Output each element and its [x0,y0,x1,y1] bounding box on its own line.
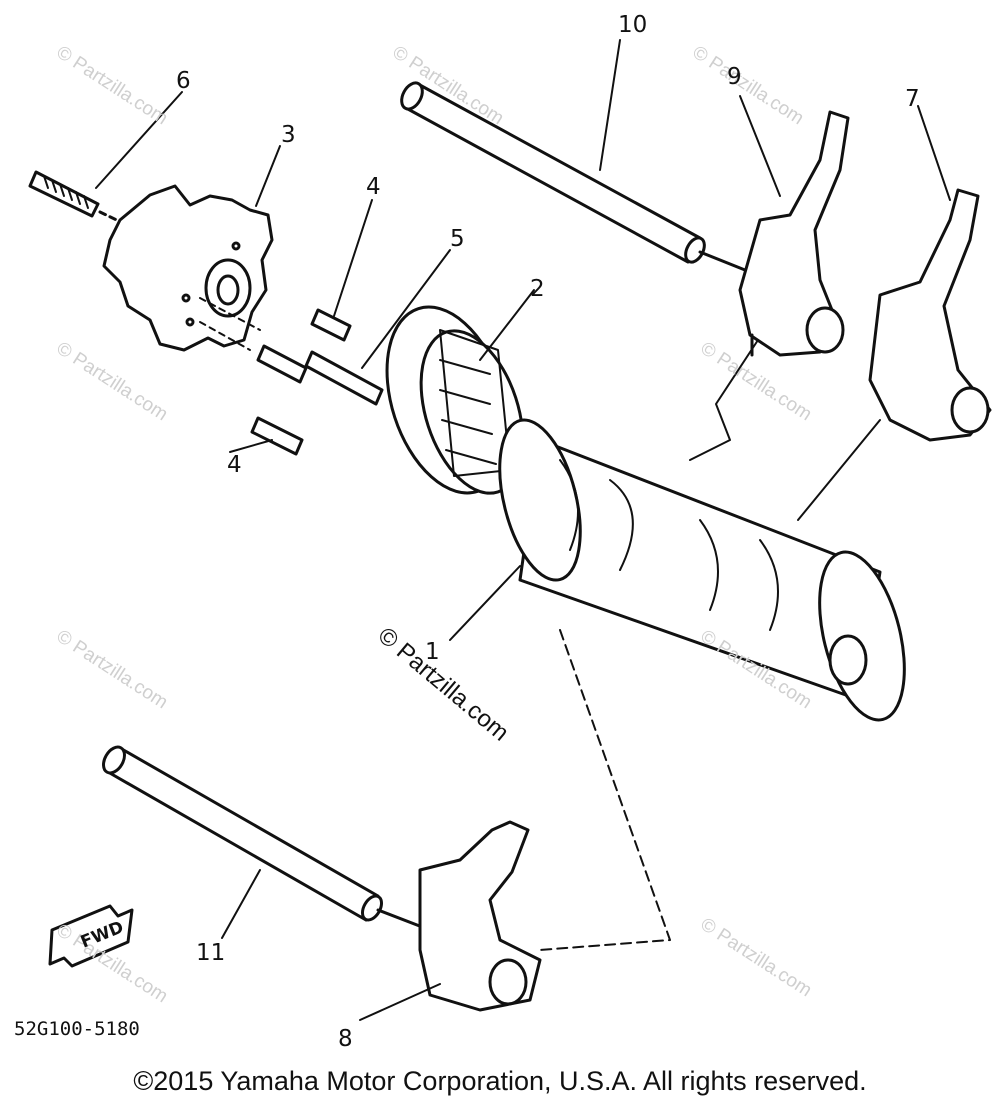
shift-drum [498,418,906,722]
callout-4-upper: 4 [366,174,381,200]
shift-fork-7 [868,188,992,442]
callout-8: 8 [338,1026,353,1052]
shift-fork-8 [418,820,542,1012]
callout-3: 3 [281,122,296,148]
shift-fork-9 [738,110,850,357]
screw [28,170,127,226]
callout-1: 1 [425,639,440,665]
leader-lines [95,39,951,1021]
callout-11: 11 [196,940,226,966]
callout-4-lower: 4 [227,452,242,478]
callout-6: 6 [176,68,191,94]
callout-9: 9 [727,64,742,90]
callout-5: 5 [450,226,465,252]
copyright-notice: ©2015 Yamaha Motor Corporation, U.S.A. A… [133,1066,867,1096]
shift-rod-lower [102,745,432,932]
callout-10: 10 [618,12,648,38]
pins [199,297,384,456]
segment-plate [102,184,274,352]
callout-7: 7 [905,86,920,112]
callout-2: 2 [530,276,545,302]
part-code: 52G100-5180 [14,1018,140,1040]
shift-rod-upper [400,81,747,272]
bearing [385,305,525,495]
fwd-arrow [48,904,134,968]
